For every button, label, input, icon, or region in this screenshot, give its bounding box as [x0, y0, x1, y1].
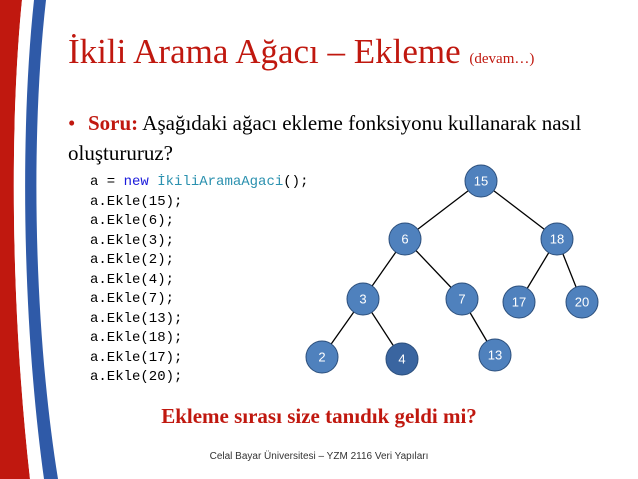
tree-node-label: 3 — [359, 292, 366, 307]
tree-node-circle — [388, 222, 422, 256]
code-line-new: a = new İkiliAramaAgaci(); — [90, 174, 308, 190]
code-line: a.Ekle(7); — [90, 291, 175, 307]
question-text: Ekleme sırası size tanıdık geldi mi? — [161, 404, 477, 428]
tree-node-6: 6 — [388, 222, 422, 256]
code-line: a.Ekle(18); — [90, 330, 183, 346]
code-suffix: (); — [283, 174, 309, 190]
tree-node-15: 15 — [464, 164, 498, 198]
tree-node-20: 20 — [565, 285, 599, 319]
code-prefix: a = — [90, 174, 124, 190]
tree-node-3: 3 — [346, 282, 380, 316]
code-line: a.Ekle(4); — [90, 271, 175, 288]
tree-node-label: 4 — [398, 352, 405, 367]
code-line: a.Ekle(3); — [90, 232, 175, 249]
title-sub: (devam…) — [469, 51, 535, 67]
code-keyword: new — [123, 174, 149, 190]
bullet-dot-icon: • — [68, 111, 76, 135]
tree-node-circle — [464, 164, 498, 198]
code-block: a = new İkiliAramaAgaci(); a.Ekle(15); a… — [90, 173, 308, 388]
bullet-text: Aşağıdaki ağacı ekleme fonksiyonu kullan… — [68, 111, 582, 165]
tree-node-4: 4 — [385, 342, 419, 376]
code-class: İkiliAramaAgaci — [157, 174, 284, 190]
tree-node-label: 17 — [512, 295, 526, 310]
tree-node-circle — [346, 282, 380, 316]
code-line: a.Ekle(17); — [90, 349, 183, 366]
tree-node-circle — [478, 338, 512, 372]
tree-node-circle — [565, 285, 599, 319]
code-line: a.Ekle(15); — [90, 193, 183, 210]
tree-node-17: 17 — [502, 285, 536, 319]
slide-title: İkili Arama Ağacı – Ekleme (devam…) — [68, 32, 534, 72]
tree-node-label: 20 — [575, 295, 589, 310]
tree-node-label: 7 — [458, 292, 465, 307]
tree-node-circle — [385, 342, 419, 376]
decorative-swoosh — [0, 0, 58, 479]
code-line: a.Ekle(6); — [90, 213, 175, 229]
tree-node-13: 13 — [478, 338, 512, 372]
tree-node-circle — [540, 222, 574, 256]
title-main: İkili Arama Ağacı – Ekleme — [68, 32, 461, 71]
code-line: a.Ekle(20); — [90, 369, 183, 385]
tree-node-7: 7 — [445, 282, 479, 316]
tree-node-label: 18 — [550, 232, 564, 247]
tree-node-label: 6 — [401, 232, 408, 247]
tree-node-label: 2 — [318, 350, 325, 365]
tree-node-label: 15 — [474, 174, 488, 189]
tree-node-circle — [305, 340, 339, 374]
tree-node-2: 2 — [305, 340, 339, 374]
bullet-lead: Soru: — [88, 111, 139, 135]
question-bullet: • Soru: Aşağıdaki ağacı ekleme fonksiyonu… — [68, 108, 608, 168]
code-line: a.Ekle(2); — [90, 252, 175, 268]
tree-node-18: 18 — [540, 222, 574, 256]
tree-node-circle — [502, 285, 536, 319]
footer-text: Celal Bayar Üniversitesi – YZM 2116 Veri… — [209, 451, 429, 462]
code-line: a.Ekle(13); — [90, 310, 183, 327]
tree-node-circle — [445, 282, 479, 316]
tree-node-label: 13 — [488, 348, 502, 363]
